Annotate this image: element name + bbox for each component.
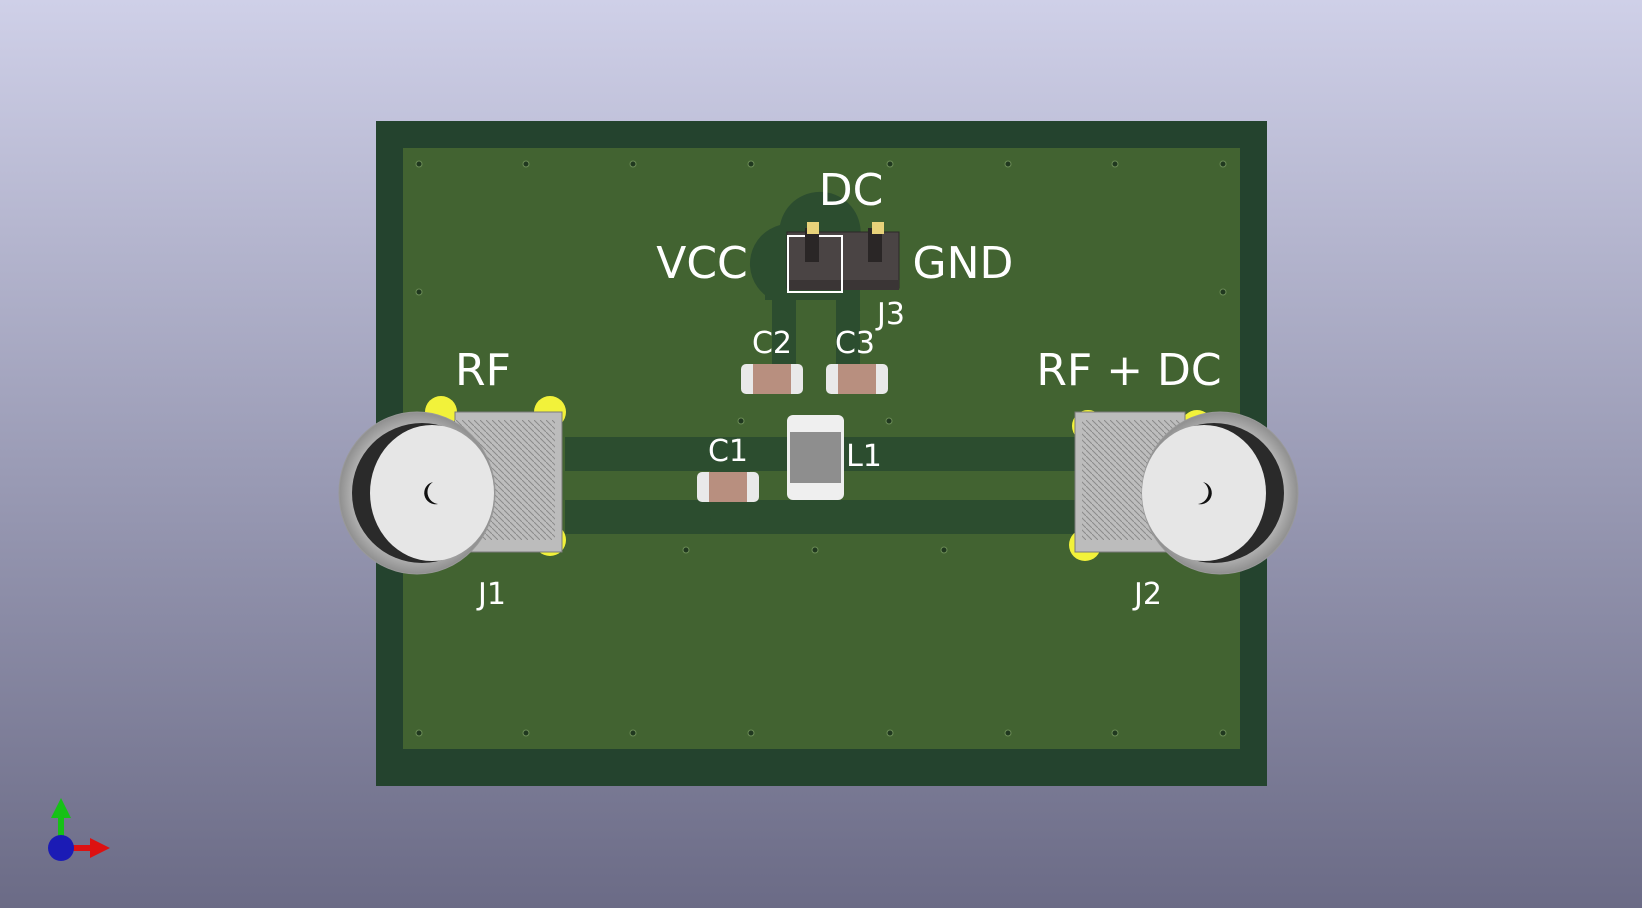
ref-c3: C3: [835, 326, 875, 361]
silk-rf-in-label: RF: [455, 345, 511, 396]
capacitor-c3[interactable]: [826, 364, 888, 394]
capacitor-c2[interactable]: [741, 364, 803, 394]
ref-c1: C1: [708, 434, 748, 469]
ref-j3: J3: [875, 297, 905, 332]
inductor-l1[interactable]: [787, 415, 844, 500]
via-grid: [415, 160, 1227, 737]
silk-vcc-label: VCC: [656, 238, 748, 289]
connector-j1[interactable]: [338, 396, 566, 575]
ref-j2: J2: [1132, 577, 1162, 612]
axis-triad-icon: [48, 798, 110, 861]
silk-rf-out-label: RF + DC: [1036, 345, 1221, 396]
ref-j1: J1: [476, 577, 506, 612]
silk-gnd-label: GND: [913, 238, 1014, 289]
connector-j2[interactable]: [1069, 410, 1299, 575]
silk-dc-label: DC: [819, 165, 884, 216]
capacitor-c1[interactable]: [697, 472, 759, 502]
ref-c2: C2: [752, 326, 792, 361]
ref-l1: L1: [846, 439, 882, 474]
connector-j3[interactable]: [786, 222, 900, 293]
